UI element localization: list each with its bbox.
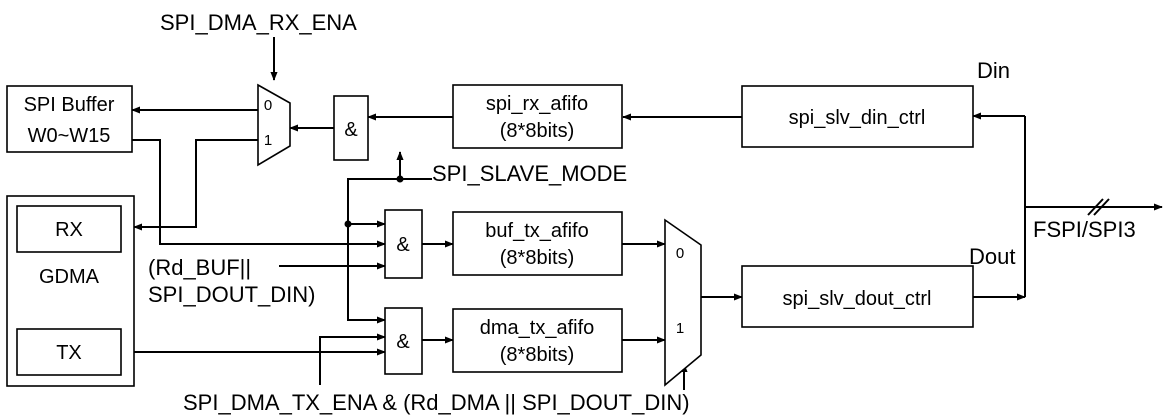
svg-text:&: & xyxy=(396,331,410,353)
junction-dot xyxy=(396,175,404,183)
spi-rx-afifo-block: spi_rx_afifo (8*8bits) xyxy=(452,84,623,149)
gdma-tx-label: TX xyxy=(56,342,82,364)
tx-mux: 0 1 xyxy=(664,218,702,387)
tx-mux-in1: 1 xyxy=(676,320,684,337)
gdma-rx-label: RX xyxy=(55,219,83,241)
fspi-spi3-label: FSPI/SPI3 xyxy=(1033,217,1136,242)
dout-label: Dout xyxy=(969,244,1015,269)
svg-text:spi_slv_din_ctrl: spi_slv_din_ctrl xyxy=(789,107,926,129)
spi-dma-tx-ena-label: SPI_DMA_TX_ENA & (Rd_DMA || SPI_DOUT_DIN… xyxy=(183,390,690,415)
buf-tx-afifo-block: buf_tx_afifo (8*8bits) xyxy=(452,211,623,276)
gdma-tx-channel xyxy=(16,328,122,376)
spi-slv-dout-ctrl-block: spi_slv_dout_ctrl xyxy=(741,265,974,328)
svg-text:(8*8bits): (8*8bits) xyxy=(500,247,574,269)
junction-dot xyxy=(344,220,352,228)
rd-buf-label-line1: (Rd_BUF|| xyxy=(148,255,251,280)
tx-mux-in0: 0 xyxy=(676,245,684,262)
gdma-label: GDMA xyxy=(39,266,100,288)
dma-tx-afifo-block: dma_tx_afifo (8*8bits) xyxy=(452,308,623,373)
spi-buffer-label: SPI Buffer xyxy=(24,94,115,116)
svg-text:(8*8bits): (8*8bits) xyxy=(500,120,574,142)
spi-dma-rx-ena-label: SPI_DMA_RX_ENA xyxy=(160,10,357,35)
spi-slave-mode-label: SPI_SLAVE_MODE xyxy=(432,161,627,186)
svg-text:&: & xyxy=(396,234,410,256)
din-label: Din xyxy=(977,58,1010,83)
gdma-rx-channel xyxy=(16,205,122,253)
and-gate-buf-tx: & xyxy=(384,209,423,279)
rx-mux-in1: 1 xyxy=(264,132,272,149)
and-gate-dma-tx: & xyxy=(384,307,423,375)
svg-text:spi_rx_afifo: spi_rx_afifo xyxy=(486,93,588,115)
svg-text:(8*8bits): (8*8bits) xyxy=(500,344,574,366)
svg-text:spi_slv_dout_ctrl: spi_slv_dout_ctrl xyxy=(783,288,932,310)
spi-buffer-block: SPI Buffer W0~W15 xyxy=(6,85,133,153)
svg-text:&: & xyxy=(344,119,358,141)
and-gate-rx: & xyxy=(333,95,369,161)
svg-text:buf_tx_afifo: buf_tx_afifo xyxy=(485,220,588,242)
spi-buffer-range: W0~W15 xyxy=(28,125,111,147)
rd-buf-label-line2: SPI_DOUT_DIN) xyxy=(148,282,315,307)
svg-text:dma_tx_afifo: dma_tx_afifo xyxy=(480,317,595,339)
spi-slv-din-ctrl-block: spi_slv_din_ctrl xyxy=(741,85,974,148)
rx-mux-in0: 0 xyxy=(264,97,272,114)
wires xyxy=(124,37,1163,390)
rx-mux: 0 1 xyxy=(257,83,291,167)
gdma-block: RX GDMA TX xyxy=(6,195,135,387)
